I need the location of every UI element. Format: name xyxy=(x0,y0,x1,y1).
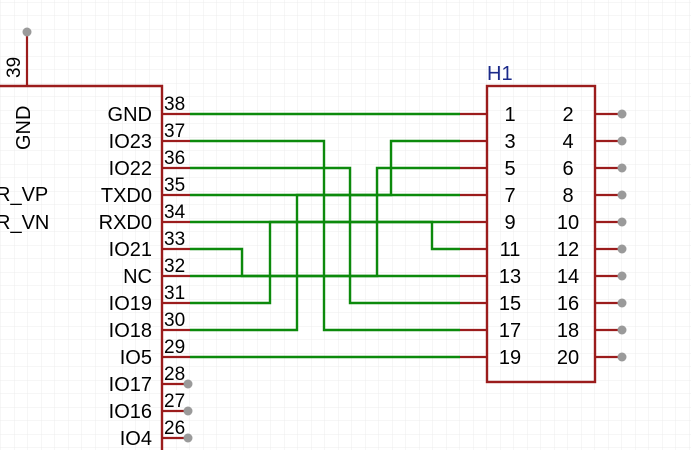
left-component-body xyxy=(0,84,164,450)
pin-number-29: 29 xyxy=(164,337,185,358)
pin-name-io21: IO21 xyxy=(109,239,152,261)
header-pin-number-9: 9 xyxy=(504,212,515,234)
header-pin-number-5: 5 xyxy=(504,158,515,180)
wire-io18-to-7[interactable] xyxy=(190,193,460,332)
partial-label-vp: R_VP xyxy=(0,184,48,206)
header-pin-number-10: 10 xyxy=(557,212,579,234)
wire-io23-to-17[interactable] xyxy=(190,139,460,332)
header-pin-number-1: 1 xyxy=(504,104,515,126)
pin-number-28: 28 xyxy=(164,364,185,385)
header-pin-number-4: 4 xyxy=(562,131,573,153)
header-pin-dot-14[interactable] xyxy=(617,271,627,281)
header-pin-dot-16[interactable] xyxy=(617,298,627,308)
header-pin-number-20: 20 xyxy=(557,347,579,369)
header-pin-number-14: 14 xyxy=(557,266,579,288)
pin-number-34: 34 xyxy=(164,202,186,223)
pin-name-io19: IO19 xyxy=(109,293,152,315)
pin-name-rxd0: RXD0 xyxy=(99,212,152,234)
pin-name-io16: IO16 xyxy=(109,401,152,423)
header-pin-number-12: 12 xyxy=(557,239,579,261)
header-pin-dot-12[interactable] xyxy=(617,244,627,254)
pin-dot-26[interactable] xyxy=(183,433,193,443)
header-pin-number-17: 17 xyxy=(499,320,521,342)
wire-io19-to-9[interactable] xyxy=(190,220,460,305)
header-pin-number-19: 19 xyxy=(499,347,521,369)
pin-name-io17: IO17 xyxy=(109,374,152,396)
pin-number-27: 27 xyxy=(164,391,185,412)
pin-number-30: 30 xyxy=(164,310,185,331)
pin-name-txd0: TXD0 xyxy=(101,185,152,207)
top-pin-number: 39 xyxy=(4,57,25,78)
header-body xyxy=(485,84,597,384)
pin-dot-27[interactable] xyxy=(183,406,193,416)
pin-name-io4: IO4 xyxy=(120,428,152,450)
pin-name-io23: IO23 xyxy=(109,131,152,153)
pin-name-gnd: GND xyxy=(108,104,152,126)
header-pin-number-16: 16 xyxy=(557,293,579,315)
top-pin-dot[interactable] xyxy=(22,27,32,37)
header-pin-number-2: 2 xyxy=(562,104,573,126)
header-ref: H1 xyxy=(487,63,513,85)
pin-name-io5: IO5 xyxy=(120,347,152,369)
header-pin-number-8: 8 xyxy=(562,185,573,207)
header-pin-number-11: 11 xyxy=(500,239,521,261)
pin-number-38: 38 xyxy=(164,94,185,115)
pin-number-26: 26 xyxy=(164,418,185,439)
wires xyxy=(190,112,460,359)
header-pin-dot-10[interactable] xyxy=(617,217,627,227)
pin-number-36: 36 xyxy=(164,148,185,169)
header-pin-number-15: 15 xyxy=(499,293,521,315)
wire-io22-to-15[interactable] xyxy=(190,166,460,305)
header-pin-number-3: 3 xyxy=(504,131,515,153)
header-pin-dot-2[interactable] xyxy=(617,109,627,119)
header-pin-number-6: 6 xyxy=(562,158,573,180)
header-pin-dot-8[interactable] xyxy=(617,190,627,200)
pin-number-33: 33 xyxy=(164,229,185,250)
header-pin-dot-6[interactable] xyxy=(617,163,627,173)
pin-number-31: 31 xyxy=(164,283,185,304)
pin-number-35: 35 xyxy=(164,175,185,196)
pin-dot-28[interactable] xyxy=(183,379,193,389)
partial-label-vn: R_VN xyxy=(0,212,49,234)
header-pin-number-7: 7 xyxy=(504,185,515,207)
top-pin-name: GND xyxy=(13,106,35,150)
pin-name-nc: NC xyxy=(123,266,152,288)
header-pin-dot-20[interactable] xyxy=(617,352,627,362)
header-pin-dot-4[interactable] xyxy=(617,136,627,146)
header-pin-dot-18[interactable] xyxy=(617,325,627,335)
pin-number-37: 37 xyxy=(164,121,185,142)
pin-name-io18: IO18 xyxy=(109,320,152,342)
header-pin-number-13: 13 xyxy=(499,266,521,288)
pin-name-io22: IO22 xyxy=(109,158,152,180)
header-pin-number-18: 18 xyxy=(557,320,579,342)
pin-number-32: 32 xyxy=(164,256,185,277)
